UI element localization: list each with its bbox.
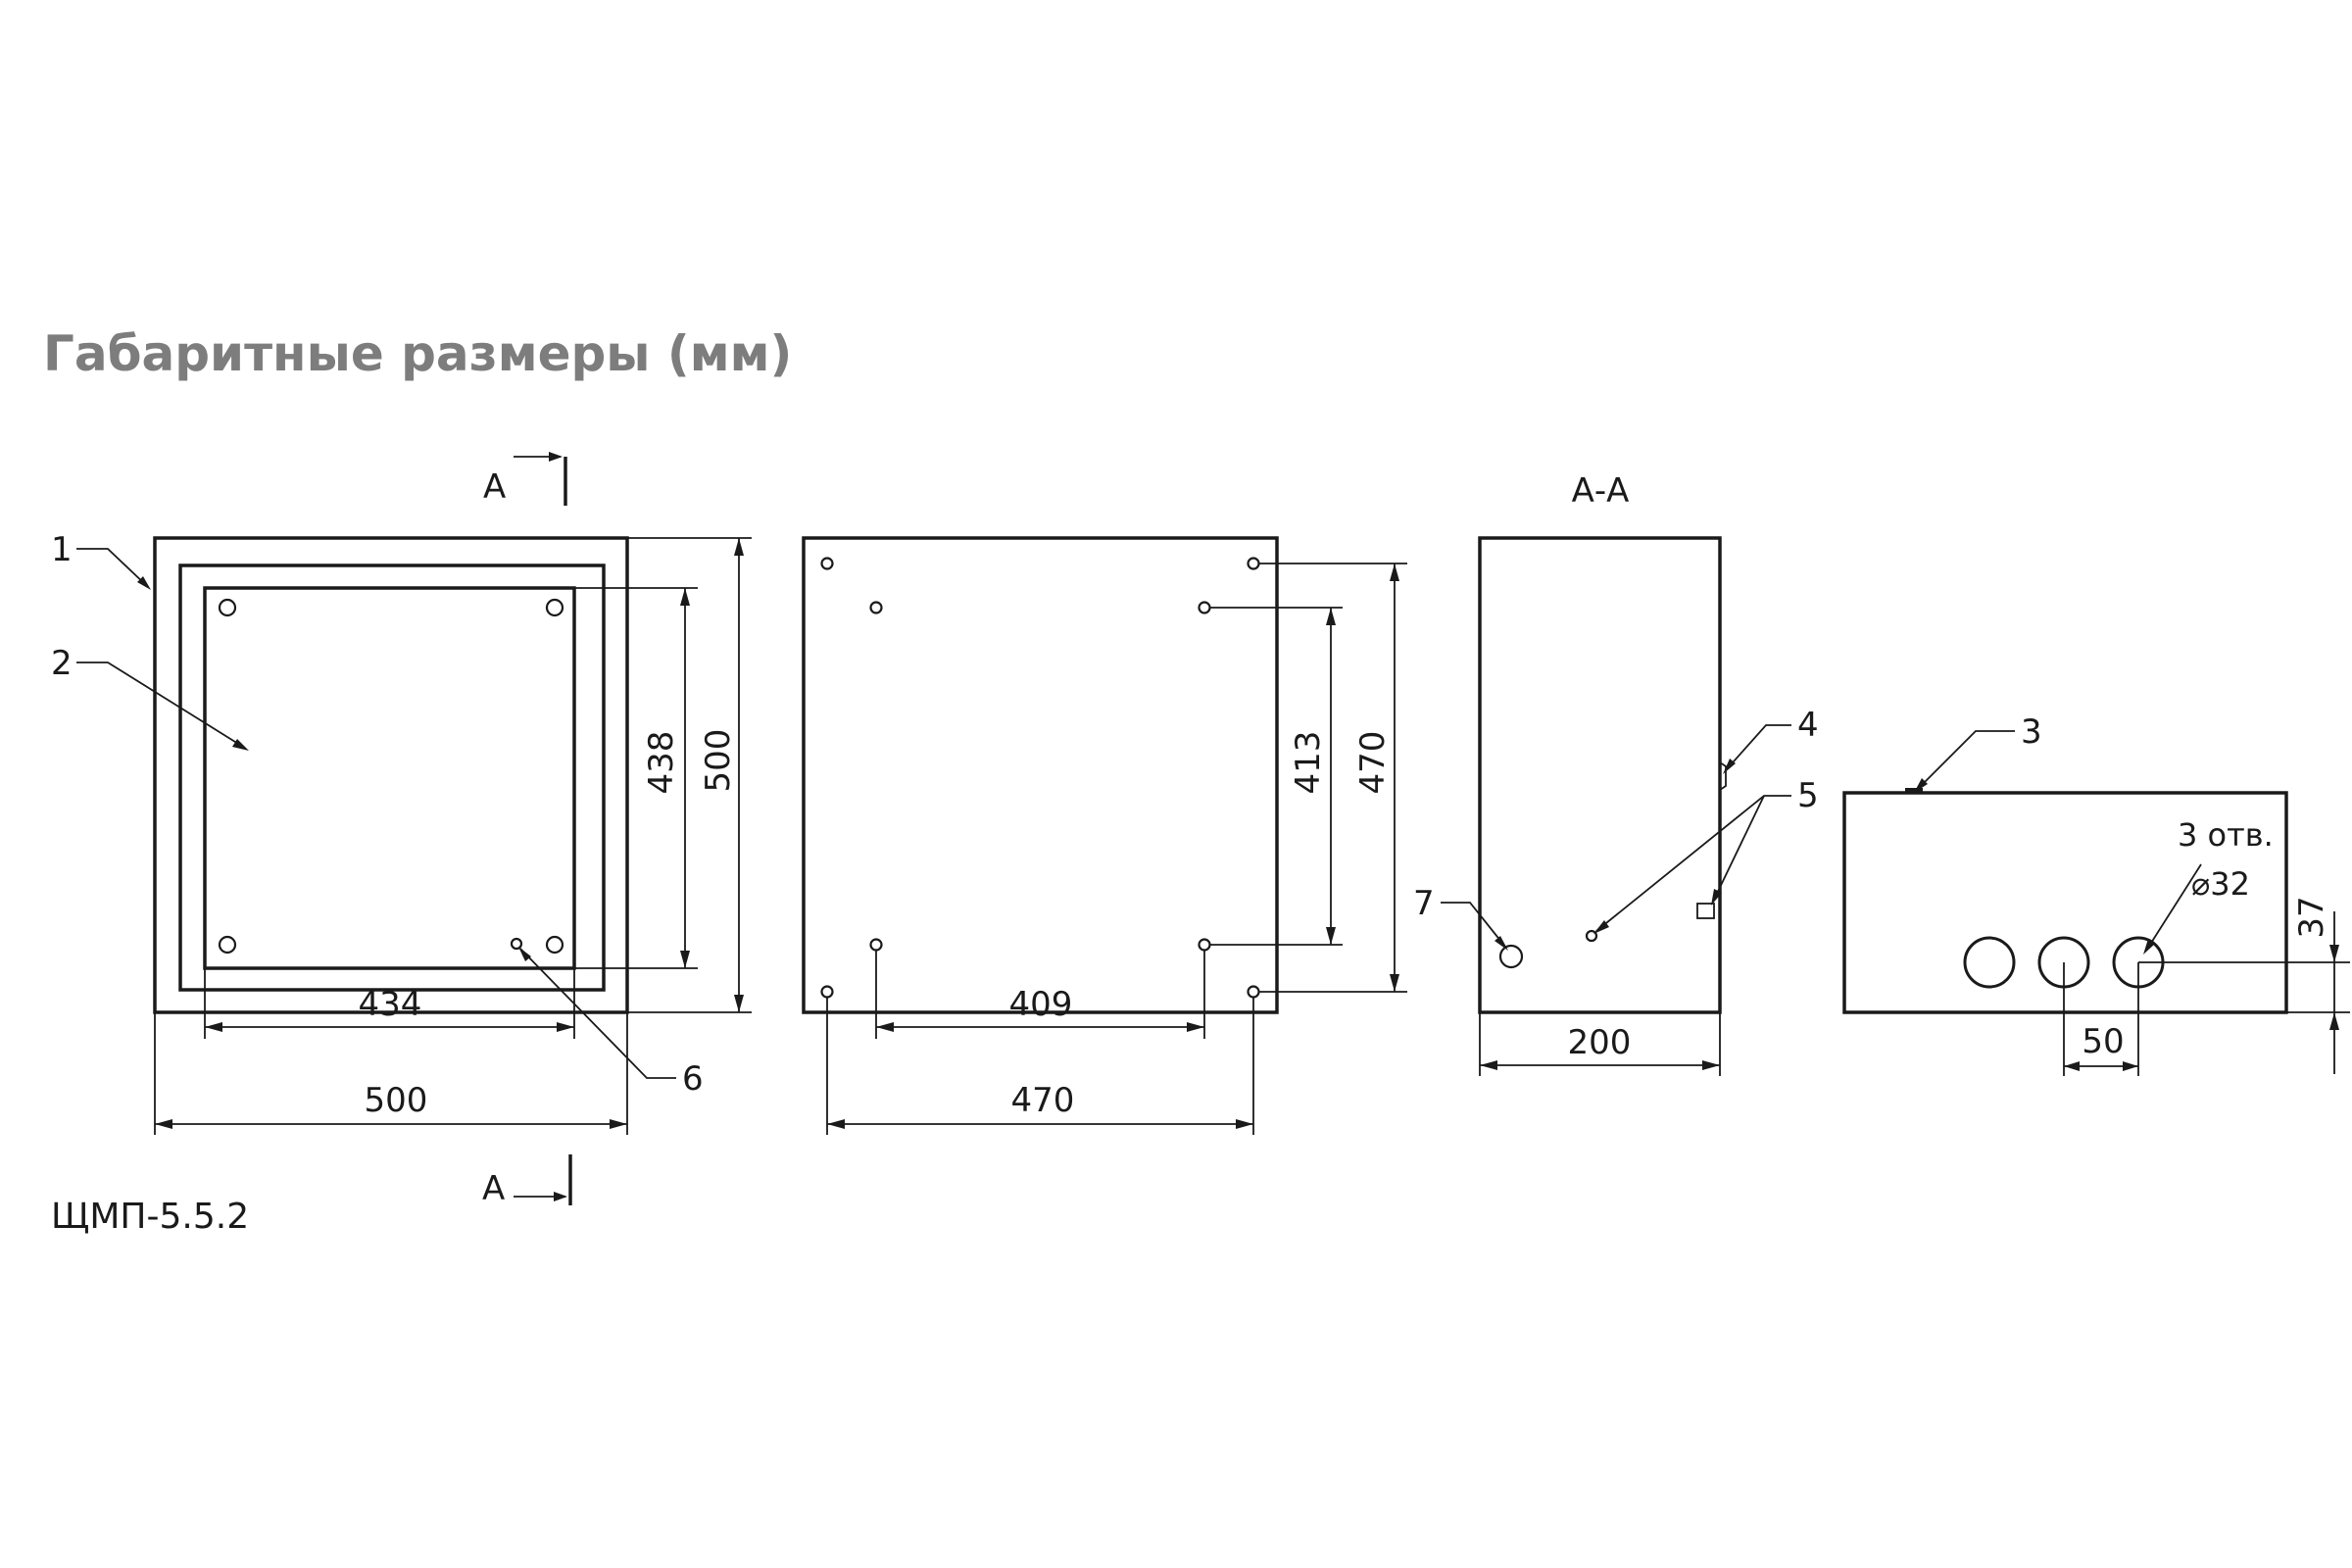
mounting-panel: [203, 586, 576, 970]
dim-rear-inner-height: 413: [1289, 731, 1328, 795]
dim-front-outer-height: 500: [699, 729, 738, 793]
callout-2: 2: [51, 644, 73, 683]
dim-rear-outer-height: 470: [1353, 731, 1393, 795]
section-mark-bottom: А: [482, 1169, 505, 1208]
dim-front-inner-height: 438: [642, 731, 681, 795]
hinge-detail: [1696, 903, 1715, 919]
wall-mount-hole: [1247, 557, 1260, 570]
wall-mount-hole: [820, 985, 834, 999]
dim-hole-spacing: 50: [2082, 1022, 2124, 1061]
callout-6: 6: [682, 1059, 704, 1099]
wall-mount-hole: [820, 557, 834, 570]
lock-detail: [1719, 761, 1727, 791]
dim-rear-inner-width: 409: [1009, 985, 1073, 1024]
bottom-view: 3 3 отв. ⌀32 50 37: [1842, 712, 2350, 1076]
side-body: [1478, 536, 1722, 1014]
mounting-hole: [545, 598, 564, 617]
panel-mount-hole: [869, 938, 883, 952]
front-view: 434 500 438 500 1 2 6 А: [51, 452, 752, 1237]
rear-view: 409 470 413 470: [802, 536, 1407, 1135]
dim-front-outer-width: 500: [365, 1081, 428, 1120]
section-mark-top: А: [483, 467, 506, 507]
top-detail: [1905, 788, 1923, 793]
mounting-hole: [545, 935, 564, 955]
dim-front-inner-width: 434: [359, 985, 422, 1024]
callout-7: 7: [1413, 884, 1435, 923]
callout-4: 4: [1797, 706, 1819, 745]
panel-mount-hole: [1198, 938, 1211, 952]
front-door-frame: [178, 564, 606, 992]
wall-mount-hole: [1247, 985, 1260, 999]
dim-depth: 200: [1568, 1023, 1632, 1062]
callout-3: 3: [2021, 712, 2042, 752]
mounting-hole: [218, 598, 237, 617]
callout-5: 5: [1797, 776, 1819, 815]
cable-gland: [1498, 944, 1524, 969]
page-title: Габаритные размеры (мм): [43, 325, 792, 382]
ground-screw: [510, 937, 523, 951]
callout-1: 1: [51, 530, 73, 569]
dim-hole-offset: 37: [2292, 896, 2331, 938]
section-view-title: А-А: [1572, 471, 1630, 511]
hole-diameter: ⌀32: [2191, 865, 2250, 903]
mounting-hole: [218, 935, 237, 955]
cable-entry-hole: [1963, 936, 2016, 989]
bottom-body: [1842, 791, 2288, 1014]
front-outer-frame: [153, 536, 629, 1014]
model-label: ЩМП-5.5.2: [51, 1197, 249, 1237]
dim-rear-outer-width: 470: [1011, 1081, 1075, 1120]
holes-note: 3 отв.: [2178, 816, 2274, 854]
rear-outer-frame: [802, 536, 1279, 1014]
panel-mount-hole: [1198, 601, 1211, 614]
side-view: А-А 200 4 5 7: [1413, 471, 1819, 1076]
panel-mount-hole: [869, 601, 883, 614]
